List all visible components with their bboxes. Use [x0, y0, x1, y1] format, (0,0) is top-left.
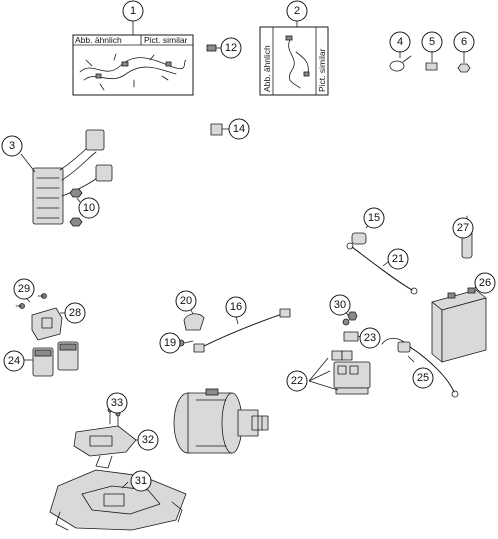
- cable-tie: [389, 52, 412, 72]
- holder-plate: [73, 407, 138, 469]
- starter-relay-group: [308, 310, 371, 395]
- callout-6-label: 6: [461, 36, 467, 48]
- callout-15-label: 15: [368, 212, 380, 224]
- relay-bracket: [15, 293, 66, 341]
- callout-14-label: 14: [233, 123, 245, 135]
- battery: [431, 282, 487, 363]
- voltage-regulator: [20, 129, 113, 225]
- callout-33-label: 33: [111, 397, 123, 409]
- callout-28-label: 28: [69, 307, 81, 319]
- callout-33: 33: [106, 392, 128, 414]
- callout-26: 26: [474, 272, 496, 294]
- callout-19: 19: [159, 332, 181, 354]
- callout-32: 32: [137, 429, 159, 451]
- callout-26-label: 26: [479, 277, 491, 289]
- callout-24-label: 24: [8, 355, 20, 367]
- callout-21-label: 21: [392, 253, 404, 265]
- small-nut: [457, 52, 471, 73]
- callout-16-label: 16: [230, 301, 242, 313]
- callout-6: 6: [453, 31, 475, 53]
- callout-22-label: 22: [291, 375, 303, 387]
- callout-20: 20: [175, 290, 197, 312]
- wiring-harness-main: Abb. ähnlich Pict. similar: [72, 15, 194, 96]
- callout-4-label: 4: [397, 36, 403, 48]
- callout-27-label: 27: [457, 222, 469, 234]
- relays: [24, 341, 79, 377]
- callout-22: 22: [286, 370, 308, 392]
- ground-cable: [346, 221, 418, 295]
- starter-motor: [173, 388, 269, 454]
- callout-10-label: 10: [83, 202, 95, 214]
- callout-24: 24: [3, 350, 25, 372]
- box-1-right-caption: Pict. similar: [144, 35, 188, 45]
- electronics-tray: [49, 469, 187, 531]
- connector-12: [206, 44, 221, 52]
- callout-10: 10: [78, 197, 100, 219]
- callout-27: 27: [452, 217, 474, 239]
- wiring-harness-secondary: Abb. ähnlich Pict. similar: [259, 15, 329, 96]
- callout-19-label: 19: [164, 337, 176, 349]
- connector-14: [210, 123, 229, 136]
- callout-1-label: 1: [130, 5, 136, 17]
- callout-20-label: 20: [180, 295, 192, 307]
- battery-cable: [381, 338, 459, 398]
- starter-cable: [177, 308, 291, 353]
- box-1-left-caption: Abb. ähnlich: [75, 35, 122, 45]
- box-2-right-caption: Pict. similar: [317, 48, 327, 92]
- callout-31-label: 31: [135, 475, 147, 487]
- callout-32-label: 32: [142, 434, 154, 446]
- callout-5-label: 5: [429, 36, 435, 48]
- callout-12-label: 12: [225, 42, 237, 54]
- callout-30: 30: [329, 294, 351, 316]
- callout-23: 23: [359, 327, 381, 349]
- callout-30-label: 30: [334, 299, 346, 311]
- callout-4: 4: [389, 31, 411, 53]
- callout-3-label: 3: [9, 140, 15, 152]
- callout-5: 5: [421, 31, 443, 53]
- callout-2: 2: [286, 0, 308, 22]
- callout-16: 16: [225, 296, 247, 318]
- callout-14: 14: [228, 118, 250, 140]
- callout-12: 12: [220, 37, 242, 59]
- callout-21: 21: [387, 248, 409, 270]
- callout-29: 29: [13, 278, 35, 300]
- cable-clip: [425, 52, 438, 71]
- box-2-left-caption: Abb. ähnlich: [262, 45, 272, 92]
- callout-1: 1: [122, 0, 144, 22]
- callout-3: 3: [1, 135, 23, 157]
- callout-31: 31: [130, 470, 152, 492]
- callout-25-label: 25: [417, 372, 429, 384]
- callout-29-label: 29: [18, 283, 30, 295]
- regulator-nuts: [69, 188, 83, 227]
- callout-23-label: 23: [364, 332, 376, 344]
- callout-15: 15: [363, 207, 385, 229]
- callout-2-label: 2: [294, 5, 300, 17]
- callout-25: 25: [412, 367, 434, 389]
- callout-28: 28: [64, 302, 86, 324]
